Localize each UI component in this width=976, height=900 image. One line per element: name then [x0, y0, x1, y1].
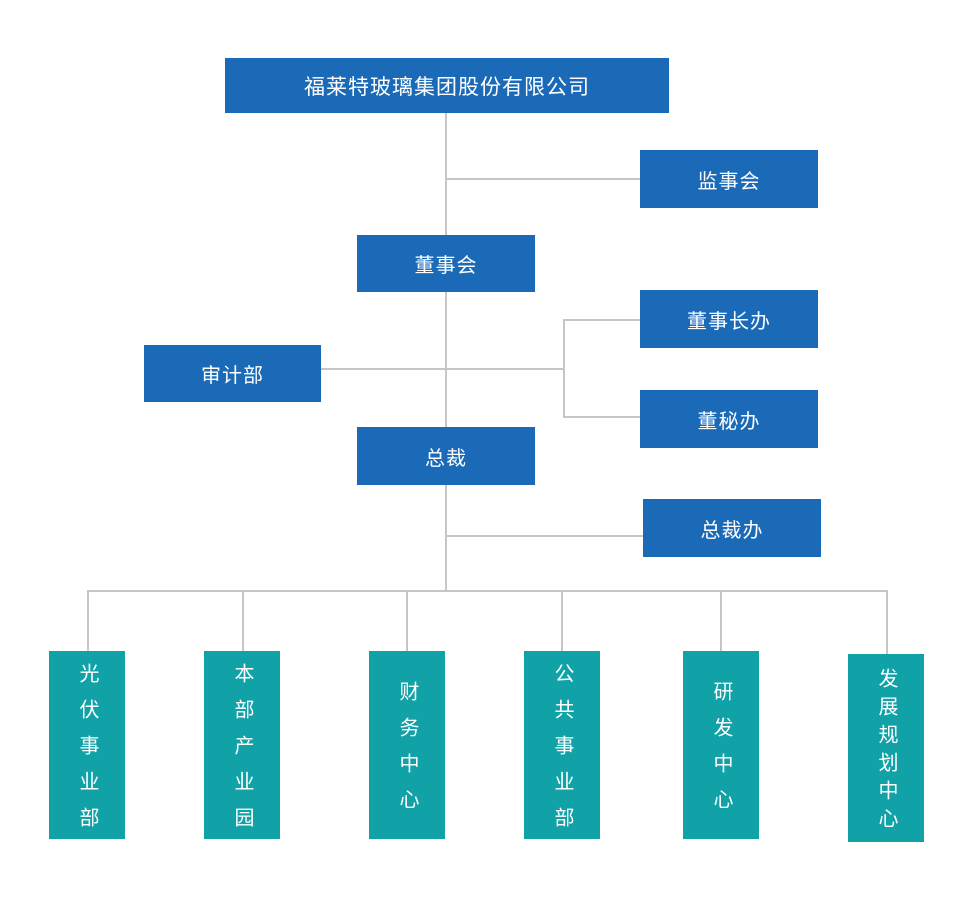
org-dept-finance-center: 财务中心	[369, 651, 445, 839]
connector-departments-distribution	[87, 590, 888, 592]
connector-trunk-president-to-departments	[445, 485, 447, 592]
connector-trunk-board-to-president	[445, 292, 447, 427]
connector-drop-planning-center	[886, 592, 888, 654]
org-node-company-root: 福莱特玻璃集团股份有限公司	[225, 58, 669, 113]
connector-president-office	[446, 535, 643, 537]
org-node-chairman-office: 董事长办	[640, 290, 818, 348]
connector-drop-finance-center	[406, 592, 408, 651]
org-node-audit-department: 审计部	[144, 345, 321, 402]
connector-offices-bracket	[563, 319, 565, 418]
org-dept-label: 光伏事业部	[76, 663, 98, 843]
org-node-board-of-directors: 董事会	[357, 235, 535, 292]
connector-drop-industrial-park	[242, 592, 244, 651]
org-dept-label: 发展规划中心	[875, 668, 897, 836]
connector-drop-pv-division	[87, 592, 89, 651]
connector-supervisory-board	[446, 178, 640, 180]
org-dept-label: 财务中心	[396, 681, 418, 825]
org-node-supervisory-board: 监事会	[640, 150, 818, 208]
org-dept-development-planning-center: 发展规划中心	[848, 654, 924, 842]
org-dept-photovoltaic-division: 光伏事业部	[49, 651, 125, 843]
org-node-board-secretary-office: 董秘办	[640, 390, 818, 448]
connector-chairman-office	[563, 319, 640, 321]
org-dept-public-utilities-division: 公共事业部	[524, 651, 600, 843]
org-dept-label: 本部产业园	[231, 663, 253, 843]
org-dept-rnd-center: 研发中心	[683, 651, 759, 839]
connector-audit-department	[321, 368, 565, 370]
connector-secretary-office	[563, 416, 640, 418]
org-dept-label: 公共事业部	[551, 663, 573, 843]
org-dept-headquarters-industrial-park: 本部产业园	[204, 651, 280, 843]
org-dept-label: 研发中心	[710, 681, 732, 825]
org-node-president-office: 总裁办	[643, 499, 821, 557]
org-node-president: 总裁	[357, 427, 535, 485]
connector-trunk-company-to-board	[445, 113, 447, 235]
connector-drop-rnd-center	[720, 592, 722, 651]
connector-drop-public-utilities	[561, 592, 563, 651]
